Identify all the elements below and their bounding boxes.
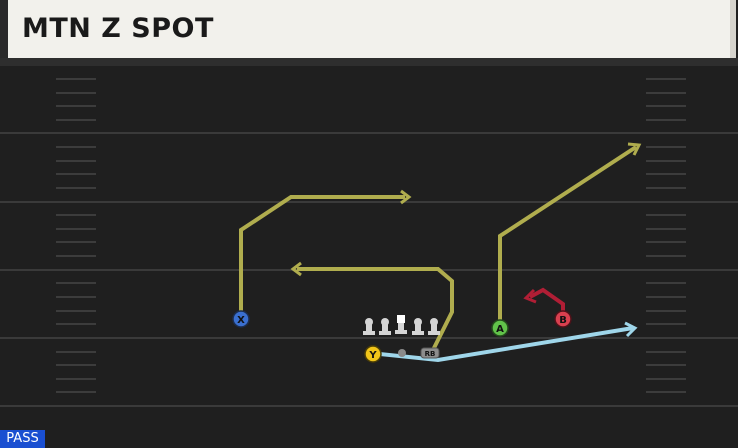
field-background xyxy=(0,58,738,448)
y-route xyxy=(290,261,454,353)
lineman-center xyxy=(395,315,407,334)
player-b-label: B xyxy=(559,315,567,326)
player-rb-label: RB xyxy=(425,350,436,358)
player-b-badge[interactable]: B xyxy=(554,310,572,328)
play-field: X Y A B RB xyxy=(0,58,738,448)
field-top-shade xyxy=(0,58,738,66)
b-route xyxy=(523,287,565,316)
player-a-badge[interactable]: A xyxy=(491,319,509,337)
offensive-line xyxy=(363,315,440,335)
player-x-label: X xyxy=(237,315,245,326)
a-route xyxy=(498,142,642,326)
hash-marks-left xyxy=(56,78,96,393)
rb-route xyxy=(379,321,638,363)
player-x-badge[interactable]: X xyxy=(232,310,250,328)
play-title: MTN Z SPOT xyxy=(22,13,214,44)
lineman-right-tackle xyxy=(428,318,440,335)
hash-marks-right xyxy=(646,78,686,393)
quarterback-marker xyxy=(398,349,406,357)
player-y-badge[interactable]: Y xyxy=(364,345,382,363)
player-rb-badge[interactable]: RB xyxy=(420,347,440,359)
player-y-label: Y xyxy=(368,350,377,361)
player-a-label: A xyxy=(496,324,504,335)
play-title-bar: MTN Z SPOT xyxy=(0,0,736,58)
x-route xyxy=(239,189,412,318)
lineman-right-guard xyxy=(412,318,424,335)
lineman-left-tackle xyxy=(363,318,375,335)
title-bar-edge xyxy=(730,0,736,58)
play-type-tag: PASS xyxy=(0,430,45,448)
lineman-left-guard xyxy=(379,318,391,335)
